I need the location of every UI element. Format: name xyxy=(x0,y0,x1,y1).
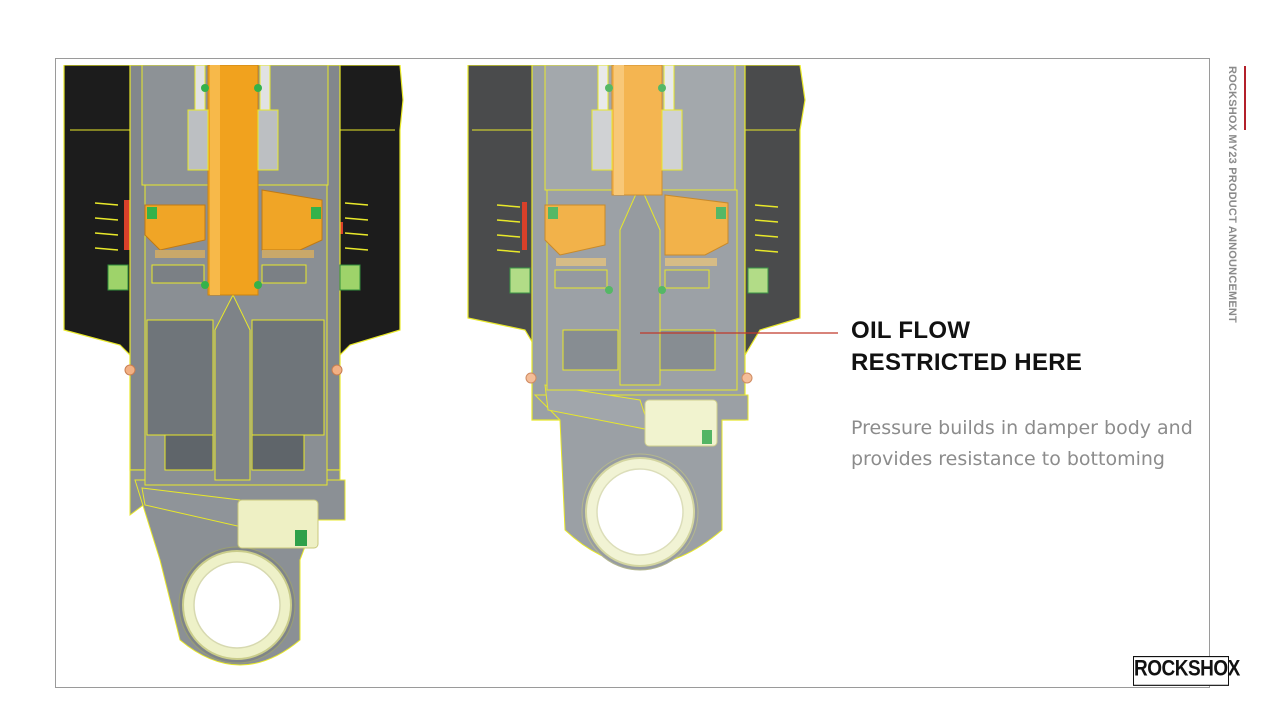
left-shock-cutaway xyxy=(63,65,404,666)
callout-title-line1: OIL FLOW xyxy=(851,317,971,344)
right-shock-cutaway xyxy=(467,65,806,571)
callout-description: Pressure builds in damper body and provi… xyxy=(851,417,1193,470)
content-frame xyxy=(55,58,1210,688)
sidebar-accent-bar xyxy=(1244,66,1246,130)
callout-title-line2: RESTRICTED HERE xyxy=(851,349,1083,376)
rockshox-logo: ROCKSHOX xyxy=(1133,656,1240,686)
sidebar-section-label: ROCKSHOX MY23 PRODUCT ANNOUNCEMENT xyxy=(1226,66,1238,323)
callout-title: OIL FLOW RESTRICTED HERE xyxy=(851,315,1082,379)
